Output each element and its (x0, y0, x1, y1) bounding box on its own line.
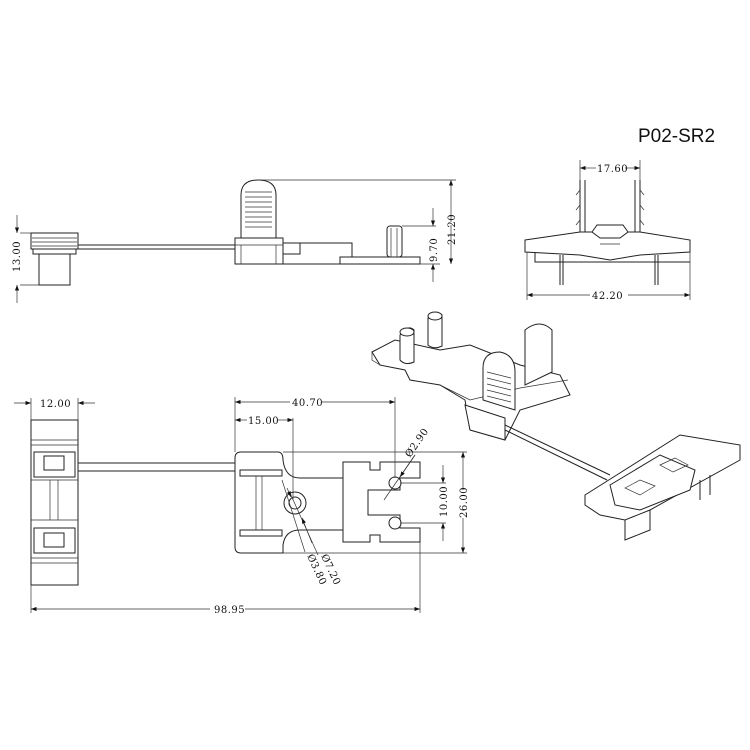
dim-9-70: 9.70 (402, 208, 440, 282)
dim-label-outer-width: 42.20 (592, 291, 623, 302)
dim-label-post-height: 9.70 (429, 238, 440, 262)
dim-40-70: 40.70 (234, 397, 396, 478)
dim-13-00: 13.00 (12, 215, 39, 303)
dim-label-total-height: 21.20 (447, 214, 458, 245)
dim-42-20: 42.20 (526, 252, 691, 302)
side-view: 13.00 9.70 21.20 (12, 179, 458, 303)
side-main-body (234, 179, 421, 265)
dim-label-height-left: 13.00 (12, 241, 23, 272)
dim-label-body-length: 40.70 (292, 398, 323, 409)
isometric-view (371, 311, 741, 541)
dim-label-pin-pitch: 10.00 (439, 486, 450, 517)
dim-label-inner-width: 17.60 (597, 164, 628, 175)
dim-label-total-length: 98.95 (214, 605, 245, 616)
dim-label-body-width: 26.00 (459, 487, 470, 518)
dim-17-60: 17.60 (579, 160, 641, 180)
dim-label-pin-diameter: Ø2.90 (403, 426, 431, 459)
dim-98-95: 98.95 (30, 542, 421, 616)
front-body (524, 180, 691, 285)
top-left-connector (30, 419, 79, 586)
top-view: 12.00 40.70 15.00 10.00 (14, 397, 470, 616)
front-view: 17.60 42.20 (524, 160, 691, 302)
dim-label-hole-offset: 15.00 (248, 416, 279, 427)
top-cable (78, 462, 235, 472)
dim-12-00: 12.00 (14, 398, 95, 420)
dim-15-00: 15.00 (235, 416, 294, 500)
side-left-connector (30, 232, 79, 286)
dim-10-00: 10.00 (400, 465, 450, 541)
dim-label-left-width: 12.00 (40, 399, 71, 410)
top-main-body (234, 451, 421, 554)
side-cable (78, 244, 235, 250)
part-number-title: P02-SR2 (638, 126, 716, 147)
dim-21-20: 21.20 (258, 179, 458, 264)
dim-26-00: 26.00 (283, 451, 470, 554)
